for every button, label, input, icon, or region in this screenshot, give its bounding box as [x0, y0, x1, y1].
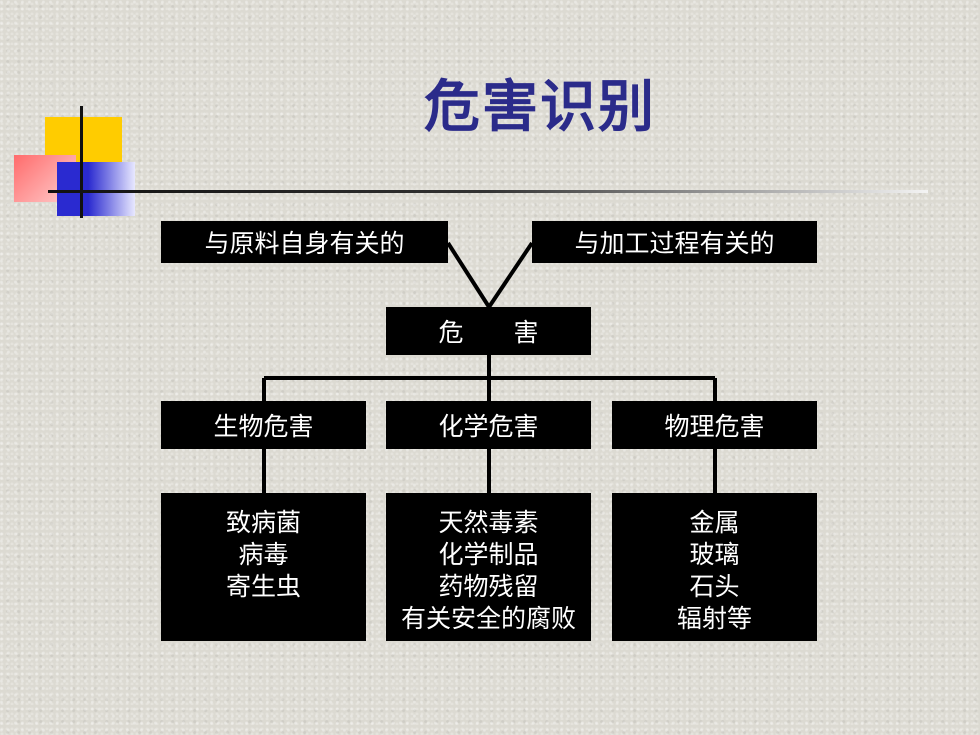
leaf-item: 辐射等 — [676, 604, 752, 633]
leaf-item: 石头 — [689, 572, 740, 601]
decor-horizontal-line — [48, 190, 928, 193]
leaf-item: 药物残留 — [438, 572, 539, 601]
leaf-item: 化学制品 — [438, 540, 539, 569]
hazard-center-box: 危 害 — [386, 307, 591, 355]
leaf-item: 致病菌 — [225, 508, 301, 537]
connector-right-source — [487, 241, 534, 309]
leaf-item: 金属 — [689, 508, 740, 537]
leaf-item: 天然毒素 — [438, 508, 539, 537]
category-box-biological: 生物危害 — [161, 401, 366, 449]
decor-vertical-line — [80, 106, 83, 218]
source-box-processing: 与加工过程有关的 — [532, 221, 817, 263]
leaf-item: 病毒 — [238, 540, 289, 569]
source-box-raw-material: 与原料自身有关的 — [161, 221, 448, 263]
leaf-item: 寄生虫 — [225, 572, 301, 601]
connector-left-source — [446, 241, 491, 309]
slide-title: 危害识别 — [424, 74, 656, 140]
category-box-physical: 物理危害 — [612, 401, 817, 449]
leaf-item: 有关安全的腐败 — [400, 604, 576, 633]
decor-blue-square — [57, 162, 135, 216]
leaf-item: 玻璃 — [689, 540, 740, 569]
leaf-box-biological: 致病菌 病毒 寄生虫 — [161, 493, 366, 641]
category-box-chemical: 化学危害 — [386, 401, 591, 449]
leaf-box-physical: 金属 玻璃 石头 辐射等 — [612, 493, 817, 641]
leaf-box-chemical: 天然毒素 化学制品 药物残留 有关安全的腐败 — [386, 493, 591, 641]
